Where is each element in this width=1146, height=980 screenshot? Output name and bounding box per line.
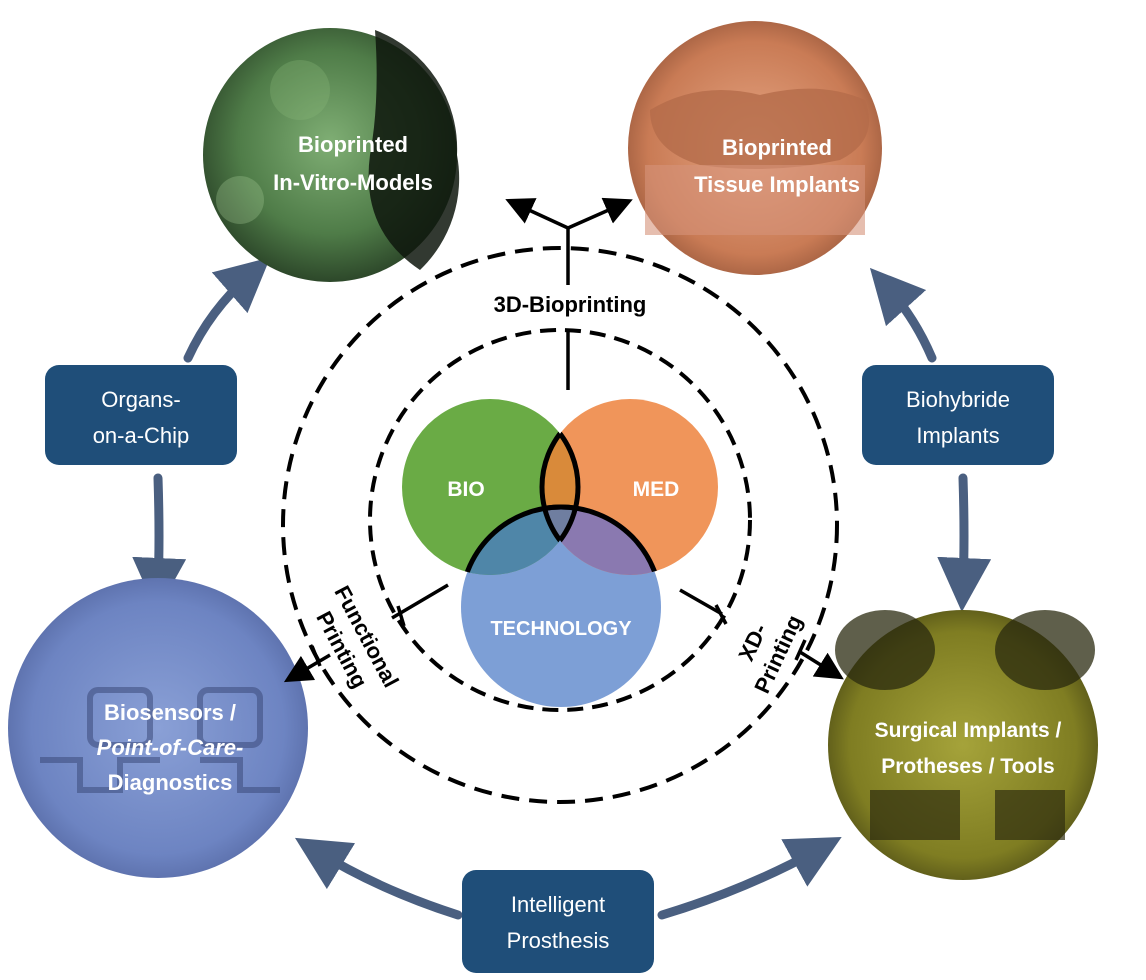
- arrow-bottom-right: [657, 837, 842, 920]
- box-left-line1: Organs-: [101, 387, 180, 412]
- venn-label-technology: TECHNOLOGY: [490, 618, 632, 640]
- venn-label-bio: BIO: [447, 478, 484, 501]
- ring-label-3d-bioprinting: 3D-Bioprinting: [494, 292, 647, 317]
- outer-dashed-ring: [281, 246, 839, 804]
- box-right-line1: Biohybride: [906, 387, 1010, 412]
- photo-br-line2: Protheses / Tools: [881, 755, 1055, 778]
- photo-bl-line3: Diagnostics: [108, 770, 233, 795]
- connector-lines: [283, 197, 844, 683]
- photo-bioprinted-in-vitro-models: Bioprinted In-Vitro-Models: [203, 28, 460, 282]
- photo-tr-line2: Tissue Implants: [694, 172, 860, 197]
- box-bottom-line2: Prosthesis: [507, 928, 610, 953]
- venn-label-med: MED: [633, 478, 680, 501]
- box-organs-on-a-chip: Organs- on-a-Chip: [45, 365, 237, 465]
- box-left-line2: on-a-Chip: [93, 423, 190, 448]
- box-intelligent-prosthesis: Intelligent Prosthesis: [462, 870, 654, 973]
- photo-surgical-implants: Surgical Implants / Protheses / Tools: [828, 610, 1098, 880]
- arrow-left-up: [183, 257, 271, 363]
- inner-dashed-ring: [368, 328, 752, 712]
- photo-biosensors: Biosensors / Point-of-Care- Diagnostics: [8, 578, 308, 878]
- box-right-line2: Implants: [916, 423, 999, 448]
- photo-br-line1: Surgical Implants /: [875, 719, 1062, 742]
- arrow-right-up: [869, 267, 937, 363]
- ring-label-xd-printing: XD- Printing: [733, 611, 807, 697]
- box-bottom-line1: Intelligent: [511, 892, 605, 917]
- photo-bl-line1: Biosensors /: [104, 700, 236, 725]
- cycle-arrows: [132, 257, 992, 920]
- arrow-left-down: [132, 473, 187, 612]
- photo-tl-line1: Bioprinted: [298, 132, 408, 157]
- arrow-bottom-left: [294, 837, 463, 920]
- photo-bl-line2: Point-of-Care-: [97, 735, 244, 760]
- photo-tl-line2: In-Vitro-Models: [273, 170, 433, 195]
- arrow-right-down: [937, 473, 992, 612]
- box-biohybride-implants: Biohybride Implants: [862, 365, 1054, 465]
- venn-diagram: BIO MED TECHNOLOGY: [402, 399, 718, 707]
- photo-bioprinted-tissue-implants: Bioprinted Tissue Implants: [628, 21, 882, 275]
- photo-tr-line1: Bioprinted: [722, 135, 832, 160]
